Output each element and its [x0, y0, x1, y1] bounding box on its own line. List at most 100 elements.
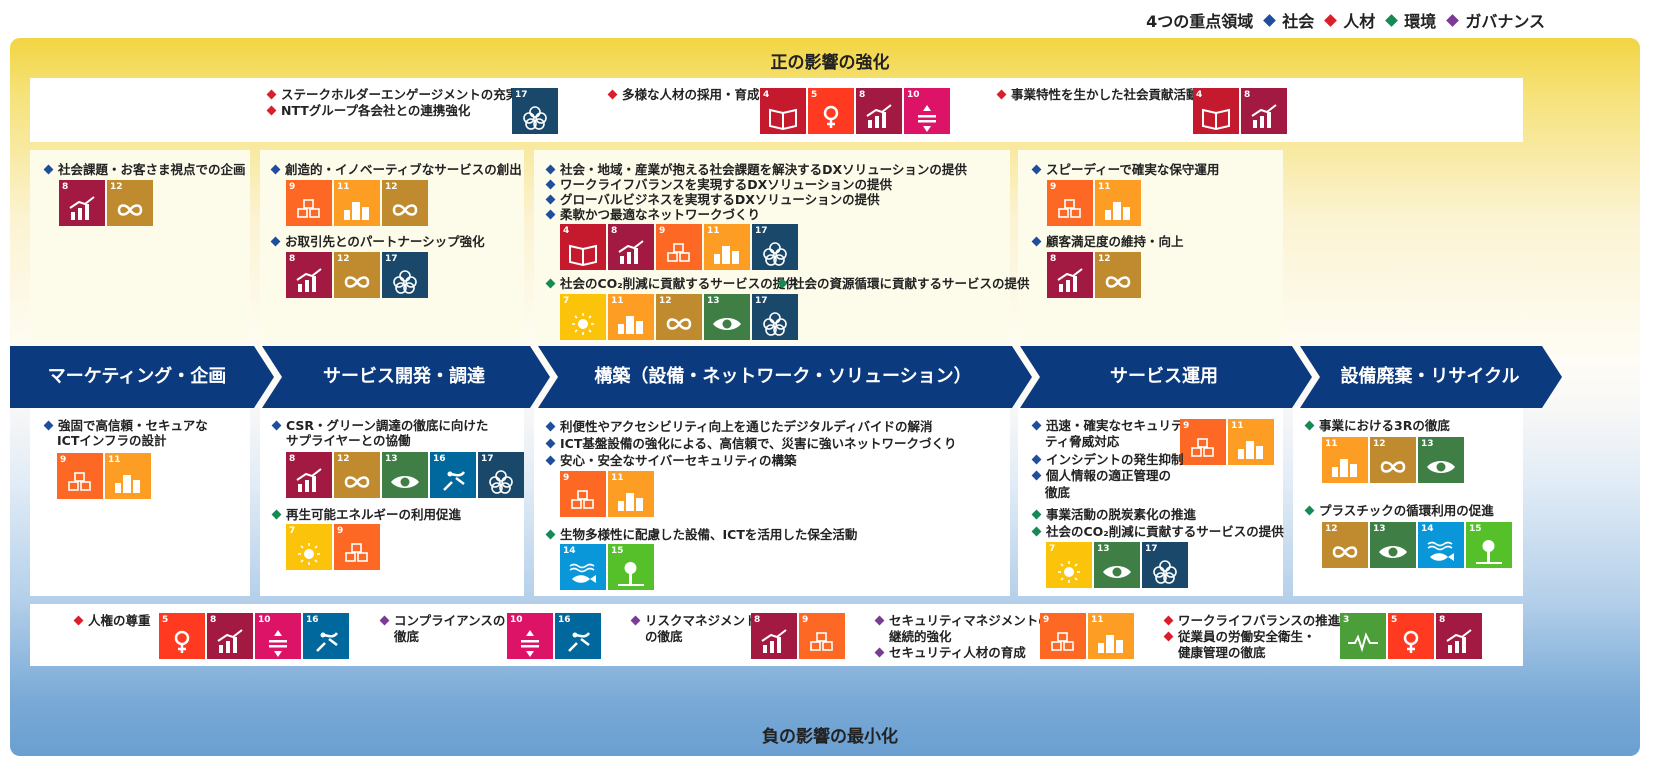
sdg-12-icon: 12: [334, 252, 380, 298]
sdg-5-icon: 5: [159, 613, 205, 659]
sdg-17-icon: 17: [478, 452, 524, 498]
sdg-9-icon: 9: [1047, 180, 1093, 226]
item-security-management: セキュリティマネジメントの: [873, 612, 1051, 629]
sdg-15-icon: 15: [608, 544, 654, 590]
sdg-8-icon: 8: [856, 88, 902, 134]
item-compliance-cont: 徹底: [394, 629, 420, 644]
legend-item-social: 社会: [1263, 8, 1314, 32]
sdg-14-icon: 14: [1418, 522, 1464, 568]
sdg-4-icon: 4: [760, 88, 806, 134]
sdg-17-icon: 17: [752, 294, 798, 340]
sdg-8-icon: 8: [286, 252, 332, 298]
sdg-3-icon: 3: [1340, 613, 1386, 659]
sdg-8-icon: 8: [207, 613, 253, 659]
item-customer-satisfaction: 顧客満足度の維持・向上: [1030, 233, 1184, 250]
sdg-11-icon: 11: [334, 180, 380, 226]
item-co2-service: 社会のCO₂削減に貢献するサービスの提供: [544, 275, 798, 292]
item-cybersecurity: 安心・安全なサイバーセキュリティの構築: [544, 452, 797, 469]
positive-panel-marketing: [30, 150, 250, 340]
item-threat-response-cont: ティ脅威対応: [1045, 434, 1120, 449]
item-risk-management-cont: の徹底: [645, 629, 683, 644]
sdg-9-icon: 9: [57, 453, 103, 499]
diamond-icon: [1263, 13, 1277, 27]
sdg-11-icon: 11: [1088, 613, 1134, 659]
sdg-17-icon: 17: [382, 252, 428, 298]
sdg-4-icon: 4: [560, 224, 606, 270]
item-maintenance: スピーディーで確実な保守運用: [1030, 161, 1219, 178]
legend-item-environment: 環境: [1385, 8, 1436, 32]
legend: 4つの重点領域 社会 人材 環境 ガバナンス: [1146, 8, 1545, 32]
arrow-stage-2: [262, 346, 550, 408]
arrow-stage-3: [538, 346, 1032, 408]
sdg-12-icon: 12: [656, 294, 702, 340]
sdg-7-icon: 7: [560, 294, 606, 340]
item-compliance: コンプライアンスの: [378, 612, 505, 629]
positive-impact-title: 正の影響の強化: [770, 53, 890, 73]
item-dx-social: 社会・地域・産業が抱える社会課題を解決するDXソリューションの提供: [544, 161, 967, 178]
sdg-13-icon: 13: [1418, 437, 1464, 483]
sdg-9-icon: 9: [560, 471, 606, 517]
sdg-11-icon: 11: [1322, 437, 1368, 483]
sdg-13-icon: 13: [704, 294, 750, 340]
sdg-16-icon: 16: [555, 613, 601, 659]
stage-service-dev: サービス開発・調達: [323, 366, 485, 387]
sdg-4-icon: 4: [1193, 88, 1239, 134]
item-threat-response: 迅速・確実なセキュリティ: [1030, 417, 1195, 434]
item-plastic: プラスチックの循環利用の促進: [1303, 502, 1494, 519]
item-network: 柔軟かつ最適なネットワークづくり: [544, 206, 760, 223]
item-risk-management: リスクマネジメント: [629, 612, 758, 629]
negative-panel-marketing: [30, 406, 250, 596]
item-innovative-service: 創造的・イノベーティブなサービスの創出: [269, 161, 522, 178]
diamond-icon: [1385, 13, 1399, 27]
stage-build: 構築（設備・ネットワーク・ソリューション）: [594, 366, 972, 387]
sdg-15-icon: 15: [1466, 522, 1512, 568]
item-dx-wlb: ワークライフバランスを実現するDXソリューションの提供: [544, 176, 892, 193]
item-work-life-balance: ワークライフバランスの推進: [1162, 612, 1340, 629]
sdg-9-icon: 9: [334, 524, 380, 570]
sdg-17-icon: 17: [1142, 542, 1188, 588]
sdg-13-icon: 13: [1094, 542, 1140, 588]
sdg-9-icon: 9: [799, 613, 845, 659]
item-resilient-network: ICT基盤設備の強化による、高信頼で、災害に強いネットワークづくり: [544, 435, 956, 452]
diamond-icon: [1324, 13, 1338, 27]
arrow-stage-5: [1300, 346, 1562, 408]
sdg-5-icon: 5: [1388, 613, 1434, 659]
sdg-7-icon: 7: [1046, 542, 1092, 588]
sdg-9-icon: 9: [1040, 613, 1086, 659]
arrow-stage-1: [10, 346, 274, 408]
item-safety-health-cont: 健康管理の徹底: [1178, 645, 1266, 660]
item-ntt-collab: NTTグループ各会社との連携強化: [265, 102, 470, 119]
item-co2-service-op: 社会のCO₂削減に貢献するサービスの提供: [1030, 523, 1284, 540]
sdg-16-icon: 16: [430, 452, 476, 498]
sdg-row-top-1: 17: [512, 88, 558, 134]
sdg-12-icon: 12: [1322, 522, 1368, 568]
item-privacy-cont: 徹底: [1045, 485, 1071, 500]
sdg-11-icon: 11: [1228, 419, 1274, 465]
diamond-icon: [1446, 13, 1460, 27]
sdg-13-icon: 13: [382, 452, 428, 498]
sdg-16-icon: 16: [303, 613, 349, 659]
sdg-8-icon: 8: [286, 452, 332, 498]
item-safety-health: 従業員の労働安全衛生・: [1162, 628, 1316, 645]
sdg-11-icon: 11: [608, 471, 654, 517]
sdg-11-icon: 11: [704, 224, 750, 270]
item-renewable: 再生可能エネルギーの利用促進: [270, 506, 461, 523]
sdg-14-icon: 14: [560, 544, 606, 590]
sdg-11-icon: 11: [105, 453, 151, 499]
item-3r: 事業における3Rの徹底: [1303, 417, 1450, 434]
sdg-13-icon: 13: [1370, 522, 1416, 568]
